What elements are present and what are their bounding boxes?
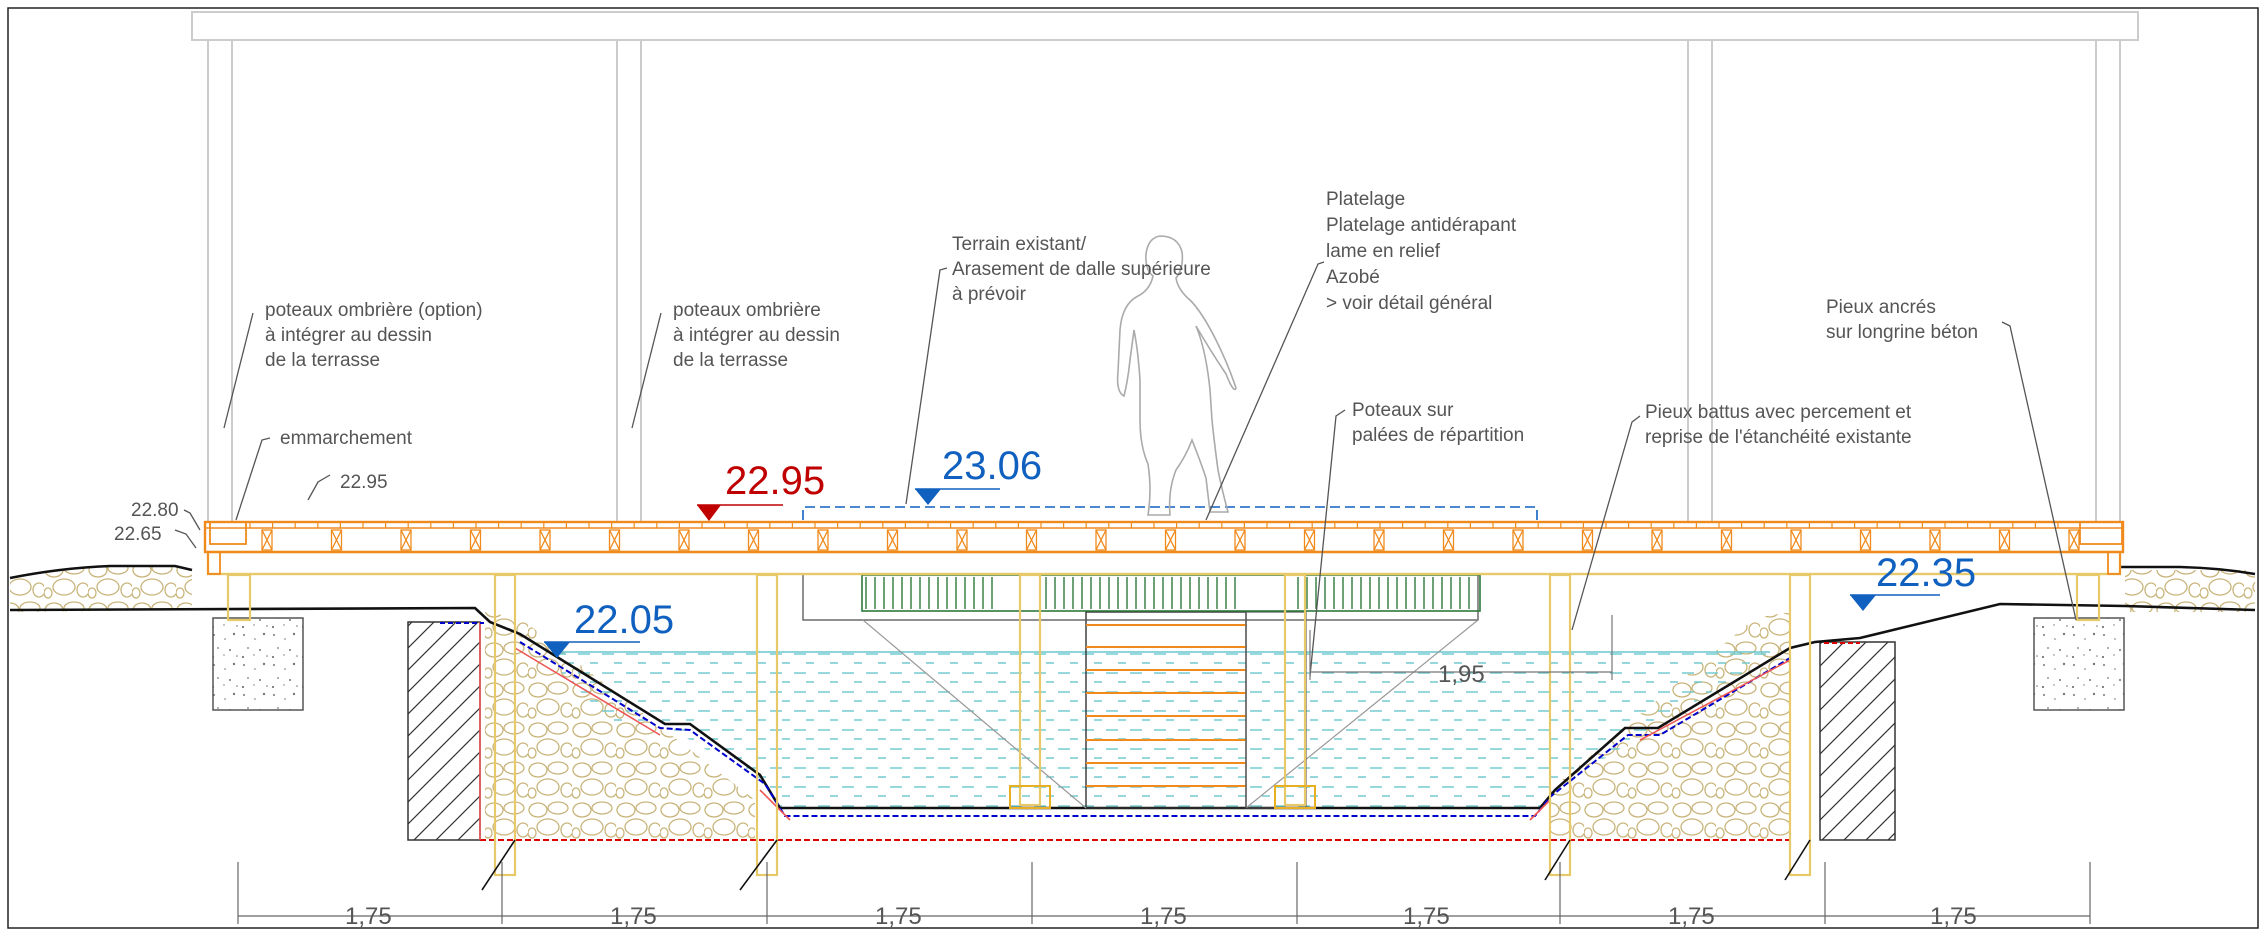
dimension-chain xyxy=(237,862,2091,924)
ground-right xyxy=(2125,570,2255,612)
level-marker-2235 xyxy=(1850,594,1940,611)
concrete-footing-right xyxy=(2033,617,2125,711)
shade-posts xyxy=(207,39,2121,523)
joist-cross xyxy=(469,529,482,551)
joist-cross xyxy=(608,529,621,551)
annotation-poteaux-1: poteaux ombrière xyxy=(673,300,821,321)
deck-end-right xyxy=(2107,551,2121,575)
annotation-pieux-ancres-2: sur longrine béton xyxy=(1826,322,1978,343)
level-2265: 22.65 xyxy=(114,524,162,545)
annotation-poteaux-sur-2: palées de répartition xyxy=(1352,425,1524,446)
joist-cross xyxy=(886,529,899,551)
dimension-inner: 1,95 xyxy=(1438,661,1485,688)
annotation-platelage-4: Azobé xyxy=(1326,267,1380,288)
person-silhouette xyxy=(1116,235,1237,516)
annotation-poteaux-3: de la terrasse xyxy=(673,350,788,371)
annotation-poteaux-sur-1: Poteaux sur xyxy=(1352,400,1454,421)
dimension-span-3: 1,75 xyxy=(875,903,922,930)
joist-cross xyxy=(747,529,760,551)
retaining-wall-right xyxy=(1819,641,1896,841)
deck-end-left xyxy=(207,551,221,575)
joist-cross xyxy=(1025,529,1038,551)
annotation-platelage-5: > voir détail général xyxy=(1326,293,1492,314)
deck-joist-crosses xyxy=(261,529,2080,551)
level-marker-2295 xyxy=(697,504,783,521)
joist-cross xyxy=(1929,529,1941,551)
annotation-platelage-2: Platelage antidérapant xyxy=(1326,215,1517,236)
joist-cross xyxy=(1651,529,1663,551)
leader-lines xyxy=(174,261,2077,677)
joist-cross xyxy=(1303,529,1316,551)
pale-supports xyxy=(1009,785,1316,809)
annotation-pieux-ancres-1: Pieux ancrés xyxy=(1826,297,1936,318)
annotation-terrain-1: Terrain existant/ xyxy=(952,234,1087,255)
ground-line-left xyxy=(9,564,193,580)
dimension-span-1: 1,75 xyxy=(345,903,392,930)
joist-cross xyxy=(1164,529,1177,551)
level-marker-2306 xyxy=(915,488,1000,505)
annotation-platelage-3: lame en relief xyxy=(1326,241,1441,262)
annotation-pieux-battus-2: reprise de l'étanchéité existante xyxy=(1645,427,1912,448)
ground-line-right xyxy=(2120,565,2256,576)
step-left xyxy=(209,521,247,545)
joist-cross xyxy=(1581,529,1594,551)
pile-tips xyxy=(481,839,1811,891)
pond-water xyxy=(540,650,1780,808)
joist-cross xyxy=(678,529,690,551)
joist-cross xyxy=(1998,529,2011,551)
dimension-span-5: 1,75 xyxy=(1403,903,1450,930)
joist-cross xyxy=(1790,529,1802,551)
joist-cross xyxy=(1442,529,1455,551)
level-2205: 22.05 xyxy=(574,598,674,642)
joist-cross xyxy=(956,529,968,551)
level-2235: 22.35 xyxy=(1876,551,1976,595)
dimension-span-7: 1,75 xyxy=(1930,903,1977,930)
annotation-platelage-1: Platelage xyxy=(1326,189,1405,210)
level-marker-2205 xyxy=(544,641,640,658)
dimension-span-6: 1,75 xyxy=(1668,903,1715,930)
joist-cross xyxy=(1234,529,1246,551)
joist-cross xyxy=(539,529,551,551)
joist-cross xyxy=(261,529,273,551)
level-2280: 22.80 xyxy=(131,500,179,521)
joist-cross xyxy=(1859,529,1872,551)
concrete-footing-left xyxy=(212,617,304,711)
shade-roof xyxy=(191,11,2139,41)
annotation-poteaux-2: à intégrer au dessin xyxy=(673,325,840,346)
level-2306: 23.06 xyxy=(942,444,1042,488)
joist-cross xyxy=(1720,529,1733,551)
level-2295: 22.95 xyxy=(725,459,825,503)
ground-left xyxy=(10,566,192,612)
deck-boards xyxy=(249,522,2059,528)
joist-cross xyxy=(817,529,829,551)
level-2295-small: 22.95 xyxy=(340,472,388,493)
green-grating-bars xyxy=(865,577,1470,609)
deck-joists xyxy=(203,520,2125,554)
annotation-poteaux-option-3: de la terrasse xyxy=(265,350,380,371)
joist-cross xyxy=(330,529,343,551)
dimension-span-2: 1,75 xyxy=(610,903,657,930)
drawing-frame xyxy=(7,7,2259,929)
gravel-left xyxy=(485,612,755,840)
retaining-wall-left xyxy=(407,621,481,841)
annotation-emmarchement: emmarchement xyxy=(280,428,413,449)
annotation-pieux-battus-1: Pieux battus avec percement et xyxy=(1645,402,1912,423)
joist-cross xyxy=(1373,529,1385,551)
joist-cross xyxy=(1512,529,1524,551)
joist-cross xyxy=(2068,529,2080,551)
deck-beam xyxy=(206,550,2122,576)
dimension-span-4: 1,75 xyxy=(1140,903,1187,930)
annotation-terrain-2: Arasement de dalle supérieure xyxy=(952,259,1211,280)
joist-cross xyxy=(400,529,412,551)
step-right xyxy=(2079,521,2123,545)
annotation-poteaux-option-1: poteaux ombrière (option) xyxy=(265,300,483,321)
joist-cross xyxy=(1095,529,1107,551)
inner-dimension xyxy=(1309,615,1613,680)
annotation-terrain-3: à prévoir xyxy=(952,284,1027,305)
annotation-poteaux-option-2: à intégrer au dessin xyxy=(265,325,432,346)
